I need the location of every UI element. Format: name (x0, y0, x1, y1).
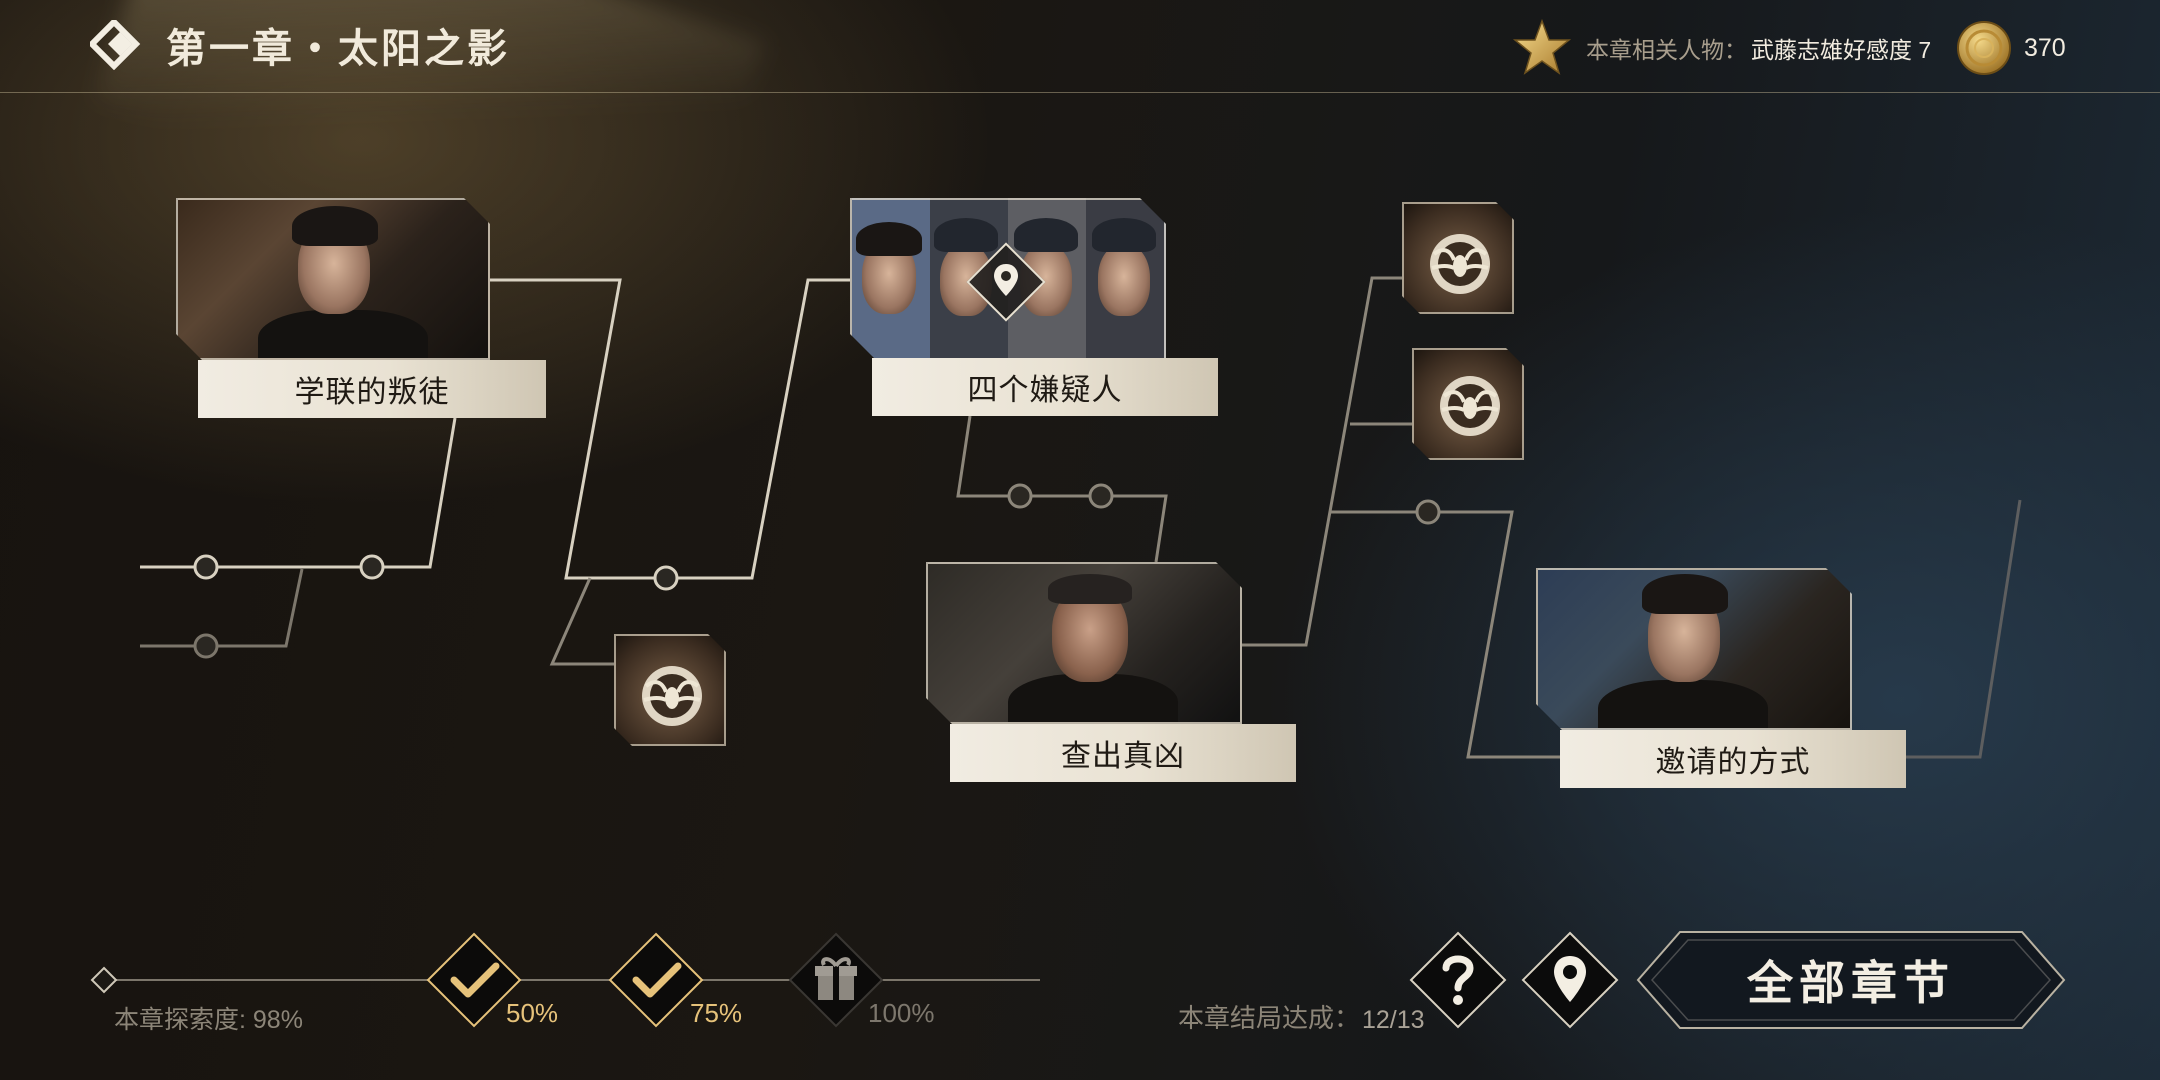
location-pin-icon (1554, 956, 1586, 1002)
line-node3-to-node4 (1330, 510, 1560, 759)
locked-node-1[interactable] (614, 634, 726, 746)
spider-emblem-icon (1414, 350, 1524, 460)
milestone-50-label: 50% (506, 998, 559, 1028)
spider-emblem-icon (1404, 204, 1514, 314)
milestone-75[interactable] (606, 930, 706, 1030)
star-icon (1512, 18, 1572, 75)
checkmark-icon (632, 962, 682, 998)
line-node1-to-hub (490, 278, 852, 580)
affinity-info[interactable]: 本章相关人物： 武藤志雄好感度 7 (1512, 18, 1931, 78)
affinity-label: 本章相关人物： (1586, 37, 1747, 63)
coin-value: 370 (2024, 33, 2066, 62)
top-bar: 第一章・太阳之影 本章相关人物： 武藤志雄好感度 7 370 (0, 0, 2160, 93)
checkmark-icon (450, 962, 500, 998)
milestone-75-label: 75% (690, 998, 743, 1028)
story-node-invitation-image (1536, 568, 1852, 730)
all-chapters-button[interactable]: 全部章节 (1636, 930, 2066, 1030)
line-node3-out (1242, 276, 1404, 647)
locked-node-3[interactable] (1412, 348, 1524, 460)
location-button[interactable] (1520, 930, 1620, 1030)
all-chapters-frame (1636, 931, 2066, 1029)
line-left-upper (140, 417, 457, 569)
coin-icon (1957, 21, 2011, 75)
all-chapters-label: 全部章节 (1747, 956, 1955, 1010)
coin-counter[interactable]: 370 (1954, 18, 2066, 78)
location-pin-icon (994, 264, 1018, 296)
ending-label: 本章结局达成： (1178, 1003, 1361, 1033)
help-button[interactable] (1408, 930, 1508, 1030)
line-branch-mini (549, 577, 614, 666)
back-button[interactable] (87, 17, 146, 71)
milestone-50[interactable] (424, 930, 524, 1030)
question-icon (1442, 955, 1474, 1005)
exploration-value: 98% (252, 1006, 303, 1034)
locked-node-2[interactable] (1402, 202, 1514, 314)
story-node-invitation-label: 邀请的方式 (1560, 730, 1906, 788)
story-node-traitor-label: 学联的叛徒 (198, 360, 546, 418)
line-left-lower (140, 568, 304, 648)
ending-value: 12/13 (1362, 1006, 1425, 1034)
chapter-title: 第一章・太阳之影 (166, 25, 510, 72)
line-node2-to-node3 (956, 415, 1168, 563)
milestone-100[interactable] (786, 930, 886, 1030)
story-node-culprit-image (926, 562, 1242, 724)
story-node-culprit-label: 查出真凶 (950, 724, 1296, 782)
spider-emblem-icon (616, 636, 726, 746)
story-node-traitor-image (176, 198, 490, 360)
exploration-label: 本章探索度: (114, 1006, 246, 1034)
back-icon (87, 17, 141, 71)
line-node4-out (1906, 499, 2022, 759)
gift-icon (815, 957, 857, 1000)
milestone-75-diamond (608, 932, 704, 1028)
story-node-suspects-label: 四个嫌疑人 (872, 358, 1218, 416)
exploration-progress: 本章探索度: 98% (114, 1000, 303, 1036)
milestone-50-diamond (426, 932, 522, 1028)
affinity-value: 武藤志雄好感度 7 (1751, 37, 1932, 63)
milestone-100-label: 100% (868, 998, 935, 1028)
